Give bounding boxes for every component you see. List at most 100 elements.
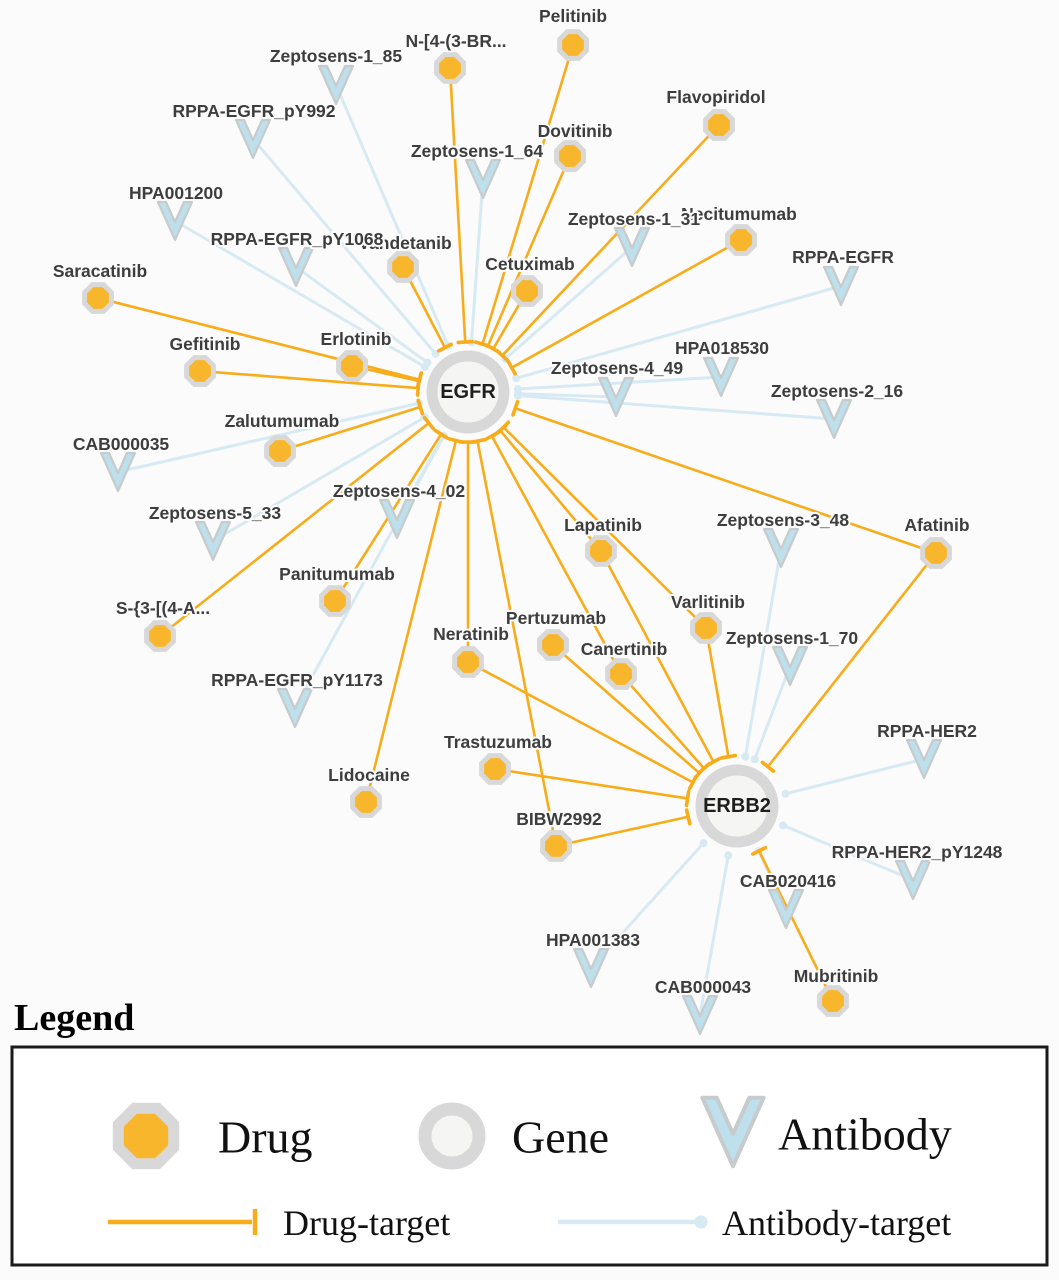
node-label-zeptosens-4-49: Zeptosens-4_49 [551, 358, 684, 378]
drug-node-canertinib[interactable] [605, 658, 637, 690]
gene-legend-label: Gene [512, 1112, 609, 1163]
antibody-node-cab020416[interactable] [767, 888, 805, 930]
edge-drug-vandetanib-egfr-tee [436, 342, 453, 353]
edge-drug-afatinib-erbb2-tee [760, 760, 776, 773]
antibody-node-zeptosens-1-85[interactable] [317, 64, 355, 106]
drug-node-afatinib[interactable] [920, 537, 952, 569]
antibody-node-cab000035[interactable] [99, 451, 137, 493]
antibody-node-zeptosens-4-02[interactable] [378, 498, 416, 540]
gene-node-egfr[interactable] [426, 350, 510, 434]
drug-node-cetuximab[interactable] [511, 275, 543, 307]
antibody-node-zeptosens-1-64[interactable] [464, 158, 502, 200]
antibody-node-rppa-her2[interactable] [905, 738, 943, 780]
node-label-n-4-3-br: N-[4-(3-BR... [405, 31, 506, 51]
edge-drug-pelitinib-egfr [481, 44, 575, 345]
drug-node-neratinib[interactable] [452, 646, 484, 678]
drug-node-varlitinib[interactable] [690, 612, 722, 644]
drug-node-necitumumab[interactable] [725, 224, 757, 256]
edge-antibody-zeptosens-4-49-egfr [517, 392, 617, 399]
edge-antibody-zeptosens-1-31-egfr [504, 245, 633, 361]
drug-target-legend-label: Drug-target [283, 1203, 450, 1243]
node-label-trastuzumab: Trastuzumab [444, 732, 552, 752]
edge-antibody-cab000035-egfr [117, 401, 420, 474]
drug-node-lidocaine[interactable] [350, 786, 382, 818]
edge-drug-flavopiridol-egfr [501, 124, 720, 357]
antibody-node-cab000043[interactable] [681, 994, 719, 1036]
edge-drug-afatinib-egfr-tee [511, 399, 520, 417]
node-label-mubritinib: Mubritinib [794, 966, 879, 986]
node-label-zalutumumab: Zalutumumab [225, 411, 340, 431]
node-label-zeptosens-2-16: Zeptosens-2_16 [771, 381, 904, 401]
drug-node-dovitinib[interactable] [554, 140, 586, 172]
antibody-node-hpa001200[interactable] [156, 200, 194, 242]
node-label-rppa-egfr: RPPA-EGFR [792, 247, 894, 267]
antibody-node-rppa-egfr-py1173[interactable] [276, 687, 314, 729]
drug-node-gefitinib[interactable] [184, 355, 216, 387]
node-label-cab020416: CAB020416 [740, 871, 837, 891]
edge-drug-zalutumumab-egfr [279, 405, 421, 453]
drug-node-vandetanib[interactable] [387, 251, 419, 283]
labels-layer: EGFRERBB2PelitinibN-[4-(3-BR...Flavopiri… [51, 4, 1005, 999]
node-label-neratinib: Neratinib [433, 624, 509, 644]
edge-drug-neratinib-erbb2-tee [687, 774, 699, 791]
node-label-rppa-egfr-py992: RPPA-EGFR_pY992 [172, 101, 335, 121]
gene-label-egfr: EGFR [440, 381, 496, 403]
antibody-node-hpa018530[interactable] [702, 356, 740, 398]
edge-antibody-cab000043-erbb2 [698, 854, 730, 1016]
drug-node-n-4-3-br[interactable] [434, 52, 466, 84]
drug-node-flavopiridol[interactable] [703, 109, 735, 141]
antibody-node-zeptosens-2-16[interactable] [815, 398, 853, 440]
edge-antibody-zeptosens-3-48-erbb2-dot [741, 752, 750, 761]
edge-drug-trastuzumab-erbb2 [494, 767, 688, 800]
node-label-hpa018530: HPA018530 [675, 338, 769, 358]
edge-drug-canertinib-egfr [490, 435, 623, 675]
antibody-node-rppa-egfr[interactable] [822, 265, 860, 307]
drug-node-saracatinib[interactable] [82, 282, 114, 314]
drug-node-lapatinib[interactable] [585, 535, 617, 567]
antibody-node-hpa001383[interactable] [572, 947, 610, 989]
drug-node-bibw2992[interactable] [540, 830, 572, 862]
antibody-node-zeptosens-4-49[interactable] [597, 376, 635, 418]
edge-drug-necitumumab-egfr-tee [506, 359, 517, 376]
node-label-cab000035: CAB000035 [73, 434, 170, 454]
drug-node-mubritinib[interactable] [817, 985, 849, 1017]
antibody-legend-label: Antibody [778, 1109, 952, 1160]
antibody-node-zeptosens-1-31[interactable] [613, 226, 651, 268]
edge-antibody-rppa-egfr-egfr-dot [512, 374, 521, 383]
node-label-zeptosens-1-85: Zeptosens-1_85 [270, 46, 403, 66]
antibody-node-rppa-her2-py1248[interactable] [894, 859, 932, 901]
edge-antibody-zeptosens-5-33-egfr [212, 415, 426, 543]
antibody-node-rppa-egfr-py992[interactable] [234, 118, 272, 160]
node-label-necitumumab: Necitumumab [681, 204, 797, 224]
drug-node-pertuzumab[interactable] [537, 629, 569, 661]
edge-drug-varlitinib-erbb2-tee [719, 753, 738, 760]
drug-node-erlotinib[interactable] [336, 350, 368, 382]
node-label-rppa-her2-py1248: RPPA-HER2_pY1248 [832, 842, 1003, 862]
drug-node-trastuzumab[interactable] [479, 753, 511, 785]
drug-icon [112, 1102, 180, 1170]
drug-node-s-3-4-a[interactable] [144, 620, 176, 652]
antibody-node-zeptosens-5-33[interactable] [194, 520, 232, 562]
node-label-zeptosens-5-33: Zeptosens-5_33 [149, 503, 282, 523]
edge-drug-canertinib-erbb2-tee [696, 762, 712, 775]
drug-node-panitumumab[interactable] [319, 585, 351, 617]
node-label-hpa001383: HPA001383 [546, 930, 640, 950]
antibody-node-rppa-egfr-py1068[interactable] [277, 246, 315, 288]
edge-drug-bibw2992-egfr-tee [468, 437, 487, 445]
antibody-node-zeptosens-1-70[interactable] [771, 645, 809, 687]
drug-node-zalutumumab[interactable] [264, 435, 296, 467]
node-label-s-3-4-a: S-{3-[(4-A... [116, 598, 210, 618]
drug-node-pelitinib[interactable] [557, 29, 589, 61]
edge-antibody-hpa001383-erbb2 [589, 842, 705, 970]
drug-legend-label: Drug [218, 1112, 313, 1163]
gene-node-erbb2[interactable] [695, 764, 779, 848]
antibody-node-zeptosens-3-48[interactable] [762, 527, 800, 569]
edge-drug-varlitinib-egfr-tee [496, 420, 511, 434]
antibody-target-dot [694, 1215, 708, 1229]
node-label-lapatinib: Lapatinib [564, 515, 642, 535]
edge-antibody-zeptosens-3-48-erbb2 [743, 547, 783, 757]
edge-drug-mubritinib-erbb2 [757, 850, 835, 1002]
node-label-zeptosens-1-64: Zeptosens-1_64 [411, 141, 544, 161]
